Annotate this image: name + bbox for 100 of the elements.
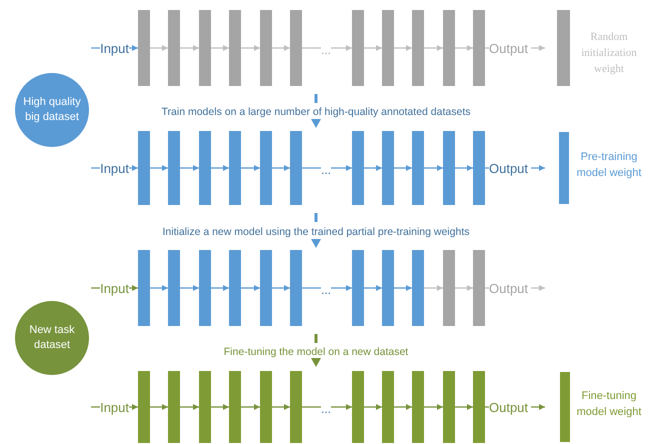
line <box>302 406 321 408</box>
ellipsis: ... <box>320 403 331 415</box>
step-label: Initialize a new model using the trained partial pre-training weights <box>160 226 472 238</box>
arrow <box>272 45 290 51</box>
arrow <box>424 165 443 171</box>
layer-bar <box>229 371 241 443</box>
layer-bar <box>382 131 394 205</box>
layer-bar <box>138 371 150 443</box>
layer-bar <box>290 250 302 326</box>
arrow <box>241 165 260 171</box>
circle-label: High quality big dataset <box>22 95 82 125</box>
ellipsis: ... <box>320 164 331 176</box>
arrow <box>129 165 138 171</box>
layer-bar <box>412 250 424 326</box>
layer-bar <box>443 250 455 326</box>
layer-bar <box>443 10 455 86</box>
line <box>91 167 100 169</box>
step-label: Fine-tuning the model on a new dataset <box>222 346 410 358</box>
layer-bar <box>290 371 302 443</box>
layer-bar <box>138 131 150 205</box>
layer-bar <box>168 371 180 443</box>
layer-bar <box>260 131 272 205</box>
layer-bar <box>168 10 180 86</box>
layer-bar <box>382 250 394 326</box>
arrow <box>531 404 546 410</box>
arrow <box>394 404 412 410</box>
layer-bar <box>138 10 150 86</box>
layer-bar <box>199 371 211 443</box>
weight-bar <box>557 10 570 86</box>
arrow <box>424 45 443 51</box>
arrow <box>364 45 382 51</box>
ellipsis: ... <box>320 44 331 56</box>
weight-bar <box>559 132 569 204</box>
layer-bar <box>138 250 150 326</box>
arrow <box>531 165 546 171</box>
weight-caption: Random initialization weight <box>580 30 638 77</box>
arrow <box>424 285 443 291</box>
layer-bar <box>199 10 211 86</box>
arrow <box>364 404 382 410</box>
layer-bar <box>168 250 180 326</box>
layer-bar <box>199 131 211 205</box>
arrow <box>180 285 199 291</box>
arrow <box>211 285 229 291</box>
arrow <box>455 165 473 171</box>
layer-bar <box>352 250 364 326</box>
arrow <box>331 285 352 291</box>
arrow <box>455 285 473 291</box>
arrow <box>241 404 260 410</box>
layer-bar <box>260 371 272 443</box>
layer-bar <box>382 10 394 86</box>
arrow <box>394 285 412 291</box>
layer-bar <box>290 131 302 205</box>
arrow <box>129 285 138 291</box>
input-label: Input <box>100 282 129 294</box>
arrow <box>150 45 168 51</box>
layer-bar <box>443 371 455 443</box>
arrow <box>272 285 290 291</box>
arrow <box>331 165 352 171</box>
layer-bar <box>260 10 272 86</box>
layer-bar <box>229 10 241 86</box>
layer-bar <box>473 10 485 86</box>
layer-bar <box>473 250 485 326</box>
arrow <box>455 404 473 410</box>
layer-bar <box>199 250 211 326</box>
layer-bar <box>260 250 272 326</box>
arrow <box>150 285 168 291</box>
layer-bar <box>412 131 424 205</box>
weight-bar <box>560 372 570 442</box>
layer-bar <box>168 131 180 205</box>
arrow <box>364 165 382 171</box>
layer-bar <box>412 10 424 86</box>
arrow <box>180 45 199 51</box>
layer-bar <box>473 131 485 205</box>
arrow <box>272 404 290 410</box>
input-label: Input <box>100 162 129 174</box>
input-label: Input <box>100 400 129 414</box>
layer-bar <box>473 371 485 443</box>
weight-caption: Fine-tuning model weight <box>576 389 642 420</box>
line <box>302 287 321 289</box>
layer-bar <box>352 10 364 86</box>
arrow <box>394 165 412 171</box>
line <box>91 47 100 49</box>
arrow <box>150 165 168 171</box>
layer-bar <box>229 131 241 205</box>
layer-bar <box>229 250 241 326</box>
output-label: Output <box>489 162 528 174</box>
arrow <box>211 165 229 171</box>
arrow <box>211 404 229 410</box>
line <box>91 287 100 289</box>
output-label: Output <box>489 282 528 294</box>
arrow <box>129 45 138 51</box>
line <box>302 167 321 169</box>
layer-bar <box>382 371 394 443</box>
layer-bar <box>412 371 424 443</box>
arrow <box>331 404 352 410</box>
step-label: Train models on a large number of high-quality annotated datasets <box>160 106 472 118</box>
line <box>91 406 100 408</box>
arrow <box>272 165 290 171</box>
layer-bar <box>443 131 455 205</box>
layer-bar <box>352 131 364 205</box>
